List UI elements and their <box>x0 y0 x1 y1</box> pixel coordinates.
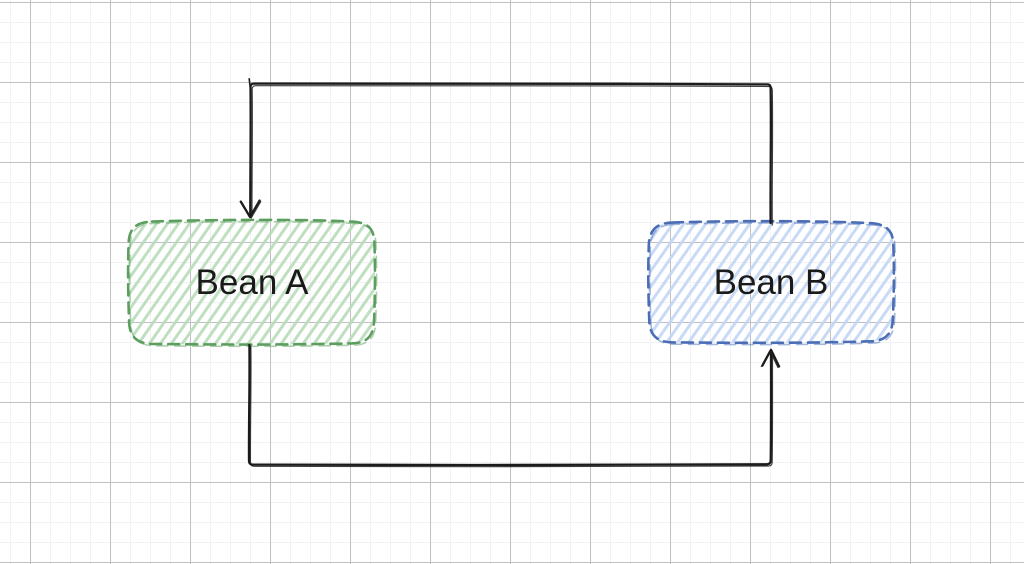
edge-bean-b-to-bean-a[interactable] <box>239 78 774 226</box>
arrowhead-up-echo <box>760 350 779 369</box>
edge-bean-a-to-bean-b[interactable] <box>247 343 781 468</box>
edge-bottom-line-echo <box>249 346 774 468</box>
node-bean-a[interactable] <box>126 218 378 348</box>
node-bean-b-border-echo <box>649 222 897 346</box>
node-bean-a-label[interactable]: Bean A <box>195 263 309 302</box>
edge-top-line <box>249 82 773 225</box>
node-bean-a-border-echo <box>128 220 378 348</box>
arrowhead-up-icon <box>761 348 781 368</box>
node-bean-a-shape <box>126 218 377 346</box>
node-bean-b-shape <box>647 219 896 345</box>
node-bean-b[interactable] <box>647 219 897 346</box>
edge-top-corner-overshoot <box>248 78 251 88</box>
node-bean-b-label[interactable]: Bean B <box>713 263 829 302</box>
arrowhead-down-echo <box>241 201 262 219</box>
edge-top-line-echo <box>251 84 774 226</box>
edge-bottom-line <box>247 343 773 467</box>
